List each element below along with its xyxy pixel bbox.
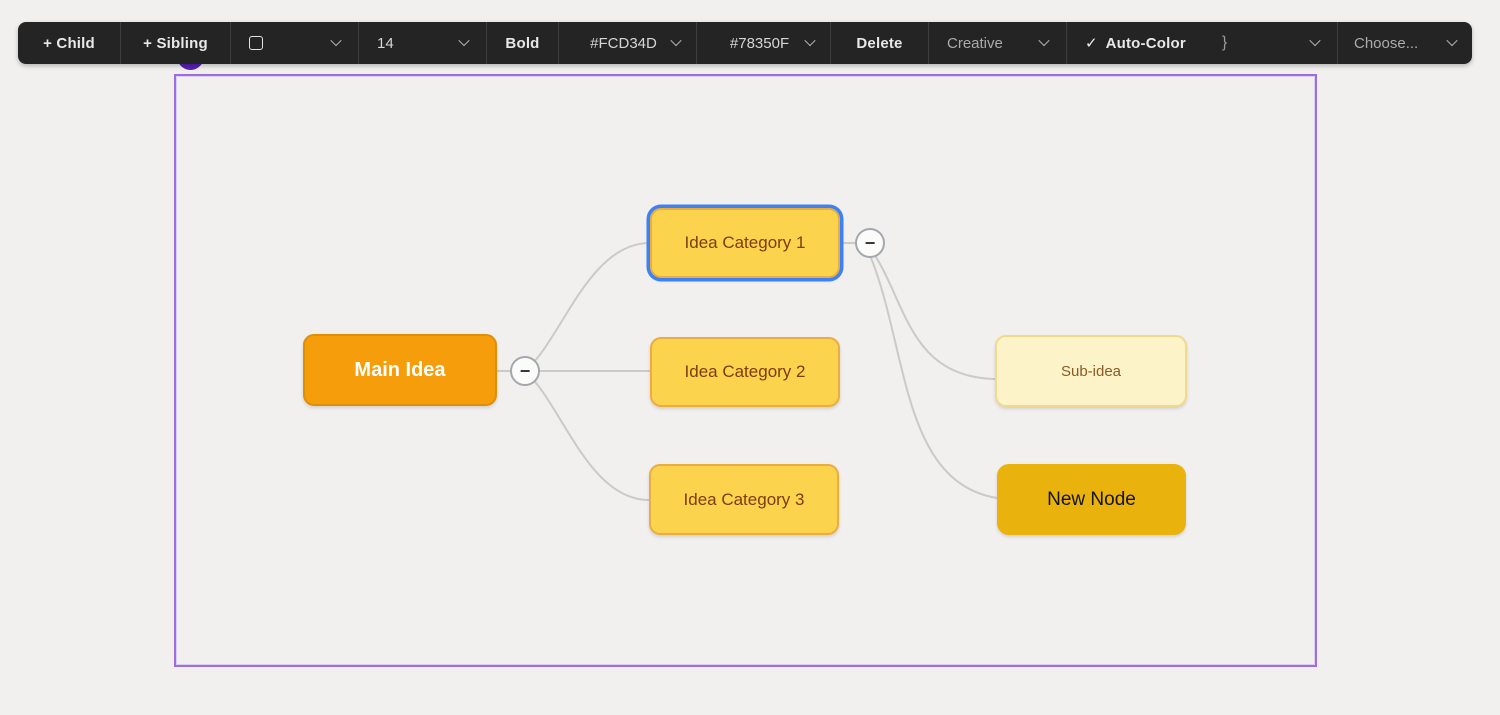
add-child-label: + Child — [43, 34, 95, 52]
fill-color-value: #FCD34D — [590, 34, 657, 52]
check-icon: ✓ — [1085, 35, 1098, 52]
chevron-down-icon — [670, 34, 682, 46]
chevron-down-icon — [804, 34, 816, 46]
square-shape-icon — [249, 36, 263, 50]
node-sub-idea-label: Sub-idea — [1060, 362, 1122, 380]
node-idea-category-3[interactable]: Idea Category 3 — [649, 464, 839, 535]
bold-label: Bold — [505, 34, 540, 52]
add-child-button[interactable]: + Child — [18, 22, 120, 64]
delete-button[interactable]: Delete — [830, 22, 928, 64]
node-idea-category-2[interactable]: Idea Category 2 — [650, 337, 840, 407]
add-sibling-label: + Sibling — [143, 34, 208, 52]
chevron-down-icon — [1446, 34, 1458, 46]
font-size-dropdown[interactable]: 14 — [358, 22, 486, 64]
text-color-value: #78350F — [729, 34, 790, 52]
text-color-dropdown[interactable]: #78350F — [696, 22, 830, 64]
minus-icon: − — [864, 233, 876, 253]
node-main-idea[interactable]: Main Idea — [303, 334, 497, 406]
font-size-value: 14 — [377, 34, 394, 52]
minus-icon: − — [519, 361, 531, 381]
choose-label: Choose... — [1354, 34, 1419, 52]
node-idea-category-3-label: Idea Category 3 — [683, 489, 805, 509]
theme-value: Creative — [947, 34, 1003, 52]
chevron-down-icon — [330, 34, 342, 46]
node-sub-idea[interactable]: Sub-idea — [995, 335, 1187, 407]
auto-color-label: Auto-Color — [1105, 34, 1186, 52]
delete-label: Delete — [856, 34, 903, 52]
node-idea-category-1-label: Idea Category 1 — [684, 233, 806, 252]
bold-button[interactable]: Bold — [486, 22, 558, 64]
line-style-icon: } — [1221, 34, 1228, 51]
node-new-node-label: New Node — [1047, 488, 1136, 510]
add-sibling-button[interactable]: + Sibling — [120, 22, 230, 64]
chevron-down-icon — [1309, 34, 1321, 46]
theme-dropdown[interactable]: Creative — [928, 22, 1066, 64]
chevron-down-icon — [458, 34, 470, 46]
choose-dropdown[interactable]: Choose... — [1337, 22, 1472, 64]
shape-dropdown[interactable] — [230, 22, 358, 64]
collapse-button-main[interactable]: − — [510, 356, 540, 386]
collapse-button-category1[interactable]: − — [855, 228, 885, 258]
node-new-node[interactable]: New Node — [997, 464, 1186, 535]
chevron-down-icon — [1038, 34, 1050, 46]
node-toolbar: + Child + Sibling 14 Bold #FCD34D #78350… — [18, 22, 1472, 64]
node-main-idea-label: Main Idea — [354, 358, 446, 381]
node-idea-category-1-selected[interactable]: Idea Category 1 — [650, 208, 840, 278]
auto-color-dropdown[interactable]: ✓ Auto-Color } — [1066, 22, 1337, 64]
node-idea-category-2-label: Idea Category 2 — [684, 362, 806, 381]
fill-color-dropdown[interactable]: #FCD34D — [558, 22, 696, 64]
